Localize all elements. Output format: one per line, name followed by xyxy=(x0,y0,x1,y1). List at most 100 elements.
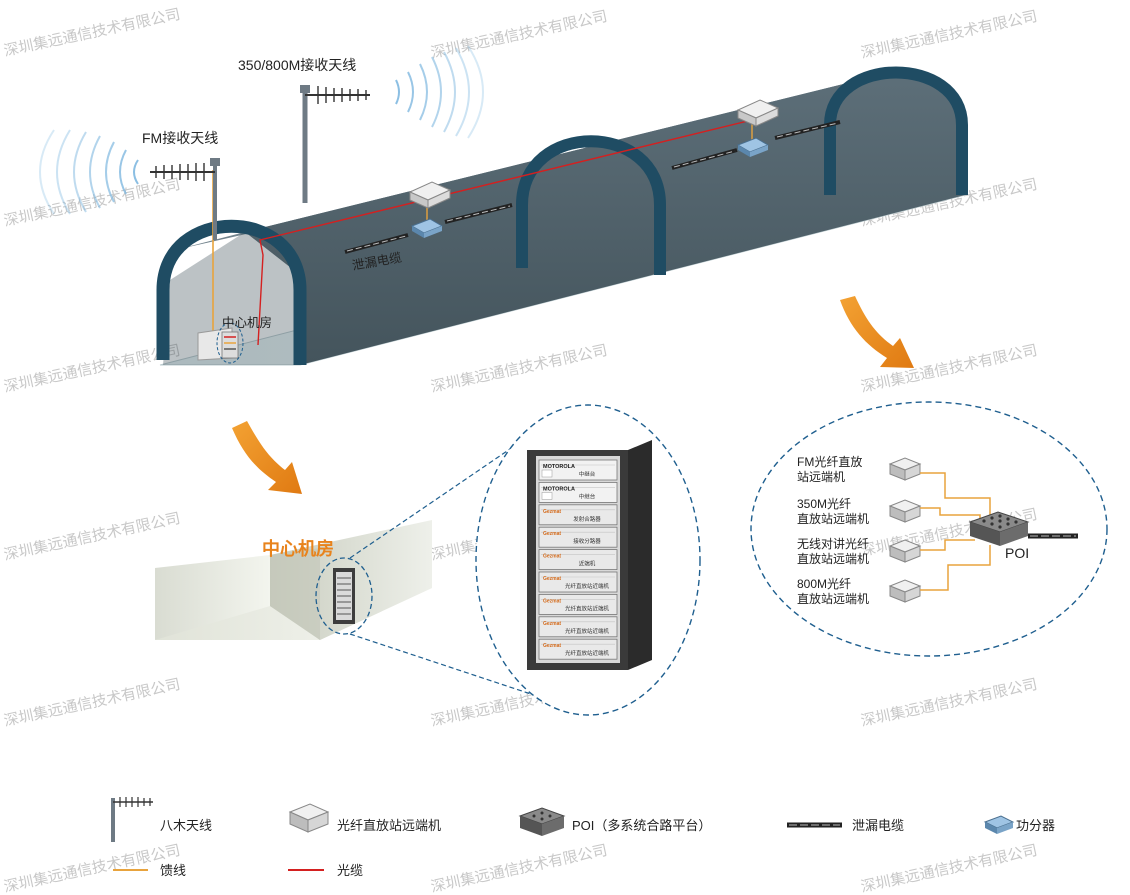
room-zoom-ellipse xyxy=(315,557,373,635)
rack-unit-name: 接收分路器 xyxy=(573,537,601,545)
watermark: 深圳集远通信技术有限公司 xyxy=(2,676,182,730)
antenna-fm: FM接收天线 xyxy=(39,129,220,240)
remote-item-label: 无线对讲光纤 xyxy=(797,536,869,551)
arch-middle xyxy=(516,135,666,275)
zoom-connector xyxy=(349,431,536,559)
rack-unit-name: 近端机 xyxy=(579,560,596,568)
tunnel-remote-unit xyxy=(736,99,780,127)
rack-unit-name: 中继台 xyxy=(579,470,596,478)
watermark: 深圳集远通信技术有限公司 xyxy=(2,342,182,396)
remote-item-label: 350M光纤 xyxy=(797,497,851,511)
rack-side xyxy=(628,440,652,670)
legend-remote-label: 光纤直放站远端机 xyxy=(337,818,441,833)
watermark: 深圳集远通信技术有限公司 xyxy=(2,842,182,895)
arch-far xyxy=(824,66,968,195)
rack-unit-name: 光纤直放站近端机 xyxy=(565,649,610,657)
rack-unit-name: 光纤直放站近端机 xyxy=(565,582,610,590)
remote-item-label: 直放站远端机 xyxy=(797,511,869,526)
legend-splitter-label: 功分器 xyxy=(1016,818,1055,833)
legend-yagi-label: 八木天线 xyxy=(160,818,212,833)
remote-item-label: 直放站远端机 xyxy=(797,551,869,566)
zoom-connector xyxy=(349,633,556,703)
signal-waves-icon xyxy=(39,129,139,215)
legend: 八木天线 光纤直放站远端机 POI（多系统合路平台） 泄漏电缆 xyxy=(111,797,1055,878)
watermark: 深圳集远通信技术有限公司 xyxy=(2,6,182,60)
tunnel-splitter xyxy=(736,137,770,157)
tunnel-body xyxy=(245,70,965,365)
legend-remote-icon xyxy=(288,803,330,833)
rack-unit-brand: MOTOROLA xyxy=(543,464,575,470)
watermark: 深圳集远通信技术有限公司 xyxy=(859,842,1039,895)
rack-unit-brand: Gezmat xyxy=(543,643,561,649)
poi-box-icon xyxy=(968,511,1030,546)
rack-units: MOTOROLA中继台MOTOROLA中继台Gezmat发射合路器Gezmat接… xyxy=(538,459,618,660)
signal-waves-icon xyxy=(395,45,484,139)
rack-unit: Gezmat 光纤直放站近端机 xyxy=(538,571,618,593)
tunnel-inner-face xyxy=(163,232,300,365)
legend-yagi-icon xyxy=(111,797,153,842)
rack-unit-brand: Gezmat xyxy=(543,554,561,560)
legend-poi-icon xyxy=(518,807,566,836)
rack-unit: Gezmat 光纤直放站近端机 xyxy=(538,616,618,638)
watermark: 深圳集远通信技术有限公司 xyxy=(429,8,609,62)
remote-item-label: 直放站远端机 xyxy=(797,591,869,606)
tunnel-remote-unit xyxy=(408,181,452,209)
watermark: 深圳集远通信技术有限公司 xyxy=(429,342,609,396)
antenna-350-800: 350/800M接收天线 xyxy=(238,45,484,203)
room-shadow xyxy=(270,548,320,640)
antenna-fm-label: FM接收天线 xyxy=(142,130,218,146)
watermark: 深圳集远通信技术有限公司 xyxy=(859,676,1039,730)
legend-feeder-label: 馈线 xyxy=(160,863,186,878)
legend-splitter-icon xyxy=(983,815,1015,834)
remote-item-label: FM光纤直放 xyxy=(797,454,862,469)
rack-unit: Gezmat 光纤直放站近端机 xyxy=(538,594,618,615)
rack-unit: Gezmat 光纤直放站近端机 xyxy=(538,638,618,660)
watermark: 深圳集远通信技术有限公司 xyxy=(2,510,182,564)
remote-item-label: 800M光纤 xyxy=(797,577,851,591)
rack-unit: MOTOROLA 中继台 xyxy=(538,459,618,481)
legend-poi-label: POI（多系统合路平台） xyxy=(572,818,711,833)
remote-item-label: 站远端机 xyxy=(797,470,845,484)
rack-zoom: MOTOROLA中继台MOTOROLA中继台Gezmat发射合路器Gezmat接… xyxy=(475,404,701,716)
rack-unit-brand: Gezmat xyxy=(543,621,561,627)
room-rack-icon xyxy=(333,568,355,624)
antenna-350-800-label: 350/800M接收天线 xyxy=(238,57,356,73)
remote-detail-ellipse xyxy=(750,401,1108,657)
arch-near xyxy=(156,219,307,365)
arrow-down-left xyxy=(232,421,302,494)
watermark: 深圳集远通信技术有限公司 xyxy=(429,842,609,895)
center-room-label-tunnel: 中心机房 xyxy=(222,315,272,330)
tunnel-fiber-line xyxy=(257,117,761,346)
rack-unit-name: 光纤直放站近端机 xyxy=(565,604,610,612)
rack-unit-brand: Gezmat xyxy=(543,509,561,515)
rack-unit-brand: MOTOROLA xyxy=(543,486,575,492)
tunnel-center-room-equipment xyxy=(197,322,244,364)
center-room: 中心机房 xyxy=(155,520,432,640)
remote-detail: FM光纤直放站远端机350M光纤直放站远端机无线对讲光纤直放站远端机800M光纤… xyxy=(750,401,1108,657)
legend-leaky-label: 泄漏电缆 xyxy=(852,818,904,833)
rack-unit: Gezmat 近端机 xyxy=(538,549,618,570)
room-back-wall xyxy=(155,555,270,640)
watermark: 深圳集远通信技术有限公司 xyxy=(859,8,1039,62)
rack-unit: MOTOROLA 中继台 xyxy=(538,481,618,503)
rack-unit-name: 光纤直放站近端机 xyxy=(565,627,610,635)
tunnel-leaky-cables xyxy=(344,120,841,254)
legend-fiber-label: 光缆 xyxy=(337,863,363,878)
rack-unit-name: 发射合路器 xyxy=(573,515,601,523)
rack-unit-name: 中继台 xyxy=(579,492,596,500)
rack-unit-brand: Gezmat xyxy=(543,598,561,604)
center-room-title: 中心机房 xyxy=(262,538,334,559)
yagi-elements xyxy=(155,163,205,181)
poi-label: POI xyxy=(1005,545,1029,561)
tunnel: 泄漏电缆 中心机房 xyxy=(156,66,968,366)
remote-items: FM光纤直放站远端机350M光纤直放站远端机无线对讲光纤直放站远端机800M光纤… xyxy=(797,454,922,606)
rack-unit-brand: Gezmat xyxy=(543,576,561,582)
arrow-down-right xyxy=(840,296,914,368)
yagi-elements xyxy=(317,86,367,104)
